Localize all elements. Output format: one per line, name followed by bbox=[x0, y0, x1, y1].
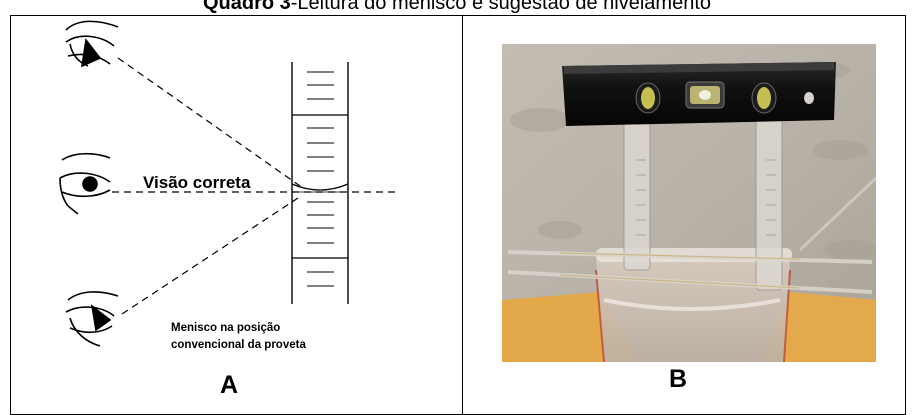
figure-drawing: Visão correta Menisco na posição convenc… bbox=[59, 20, 876, 362]
meniscus-curve bbox=[291, 183, 349, 191]
figure-caption: Quadro 3-Leitura do menisco e sugestão d… bbox=[0, 0, 914, 15]
caption-bold: Quadro 3 bbox=[202, 0, 291, 14]
panel-a-drawing: Visão correta Menisco na posição convenc… bbox=[59, 20, 396, 351]
eye-middle-icon bbox=[59, 152, 111, 215]
meniscus-label-line1: Menisco na posição bbox=[171, 322, 280, 334]
minor-ticks bbox=[307, 71, 334, 287]
panel-divider bbox=[462, 15, 463, 415]
orange-cloth-right bbox=[760, 292, 876, 362]
sight-lines bbox=[112, 57, 396, 315]
photo-levelling-setup bbox=[502, 44, 876, 362]
caption-rest: -Leitura do menisco e sugestão de nivela… bbox=[290, 0, 712, 14]
correct-view-label: Visão correta bbox=[143, 173, 251, 192]
panel-a-label: A bbox=[220, 371, 239, 399]
spirit-level bbox=[562, 62, 836, 126]
panel-b-label: B bbox=[669, 365, 688, 393]
eye-top-icon bbox=[65, 20, 119, 68]
eye-bottom-icon bbox=[65, 291, 119, 347]
cylinder-right bbox=[755, 109, 783, 291]
meniscus-label-line2: convencional da proveta bbox=[171, 339, 306, 351]
